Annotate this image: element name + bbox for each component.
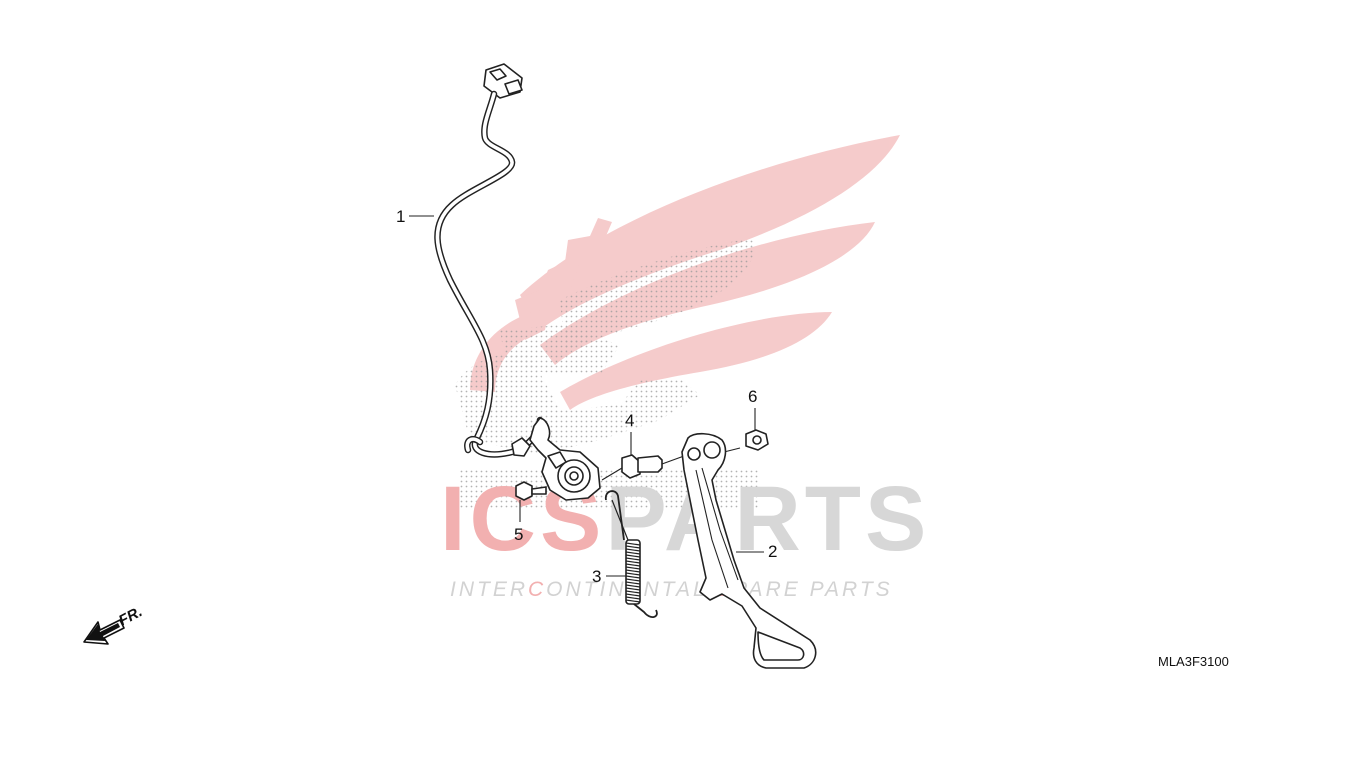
bolt-part — [515, 481, 547, 501]
spring-part — [604, 490, 658, 618]
spring-coil — [625, 563, 641, 567]
callout-1: 1 — [396, 207, 405, 226]
callout-5: 5 — [514, 525, 523, 544]
watermark-brand: ICSPARTS — [440, 468, 930, 570]
front-indicator: FR. — [83, 603, 145, 645]
callout-labels: 1 2 3 4 5 6 — [396, 207, 777, 586]
spring-coil — [625, 560, 641, 564]
side-stand-part — [681, 432, 817, 669]
spring-coil — [625, 587, 641, 591]
nut-part — [723, 429, 769, 453]
callout-4: 4 — [625, 411, 634, 430]
diagram-code: MLA3F3100 — [1158, 654, 1229, 669]
spring-coil — [625, 596, 641, 600]
spring-coil — [625, 590, 641, 594]
spring-coil — [625, 551, 641, 555]
spring-coil — [625, 575, 641, 579]
callout-2: 2 — [768, 542, 777, 561]
spring-coil — [625, 545, 641, 549]
callout-3: 3 — [592, 567, 601, 586]
side-stand-switch-part — [434, 63, 601, 501]
spring-coil — [625, 569, 641, 573]
spring-coil — [625, 572, 641, 576]
spring-coil — [625, 581, 641, 585]
spring-coil — [625, 584, 641, 588]
arrow-down-left-icon — [83, 619, 125, 645]
spring-coil — [625, 542, 641, 546]
connector-icon — [483, 63, 523, 99]
spring-coil — [625, 593, 641, 597]
spring-coil — [625, 599, 641, 603]
spring-coil — [625, 554, 641, 558]
switch-body-icon — [529, 417, 601, 501]
spring-coil — [625, 566, 641, 570]
spring-coil — [625, 548, 641, 552]
watermark-tagline: INTERCONTINENTAL SPARE PARTS — [450, 578, 893, 601]
spring-coil — [625, 578, 641, 582]
callout-6: 6 — [748, 387, 757, 406]
pivot-bolt-part — [601, 454, 685, 481]
spring-coil — [625, 557, 641, 561]
